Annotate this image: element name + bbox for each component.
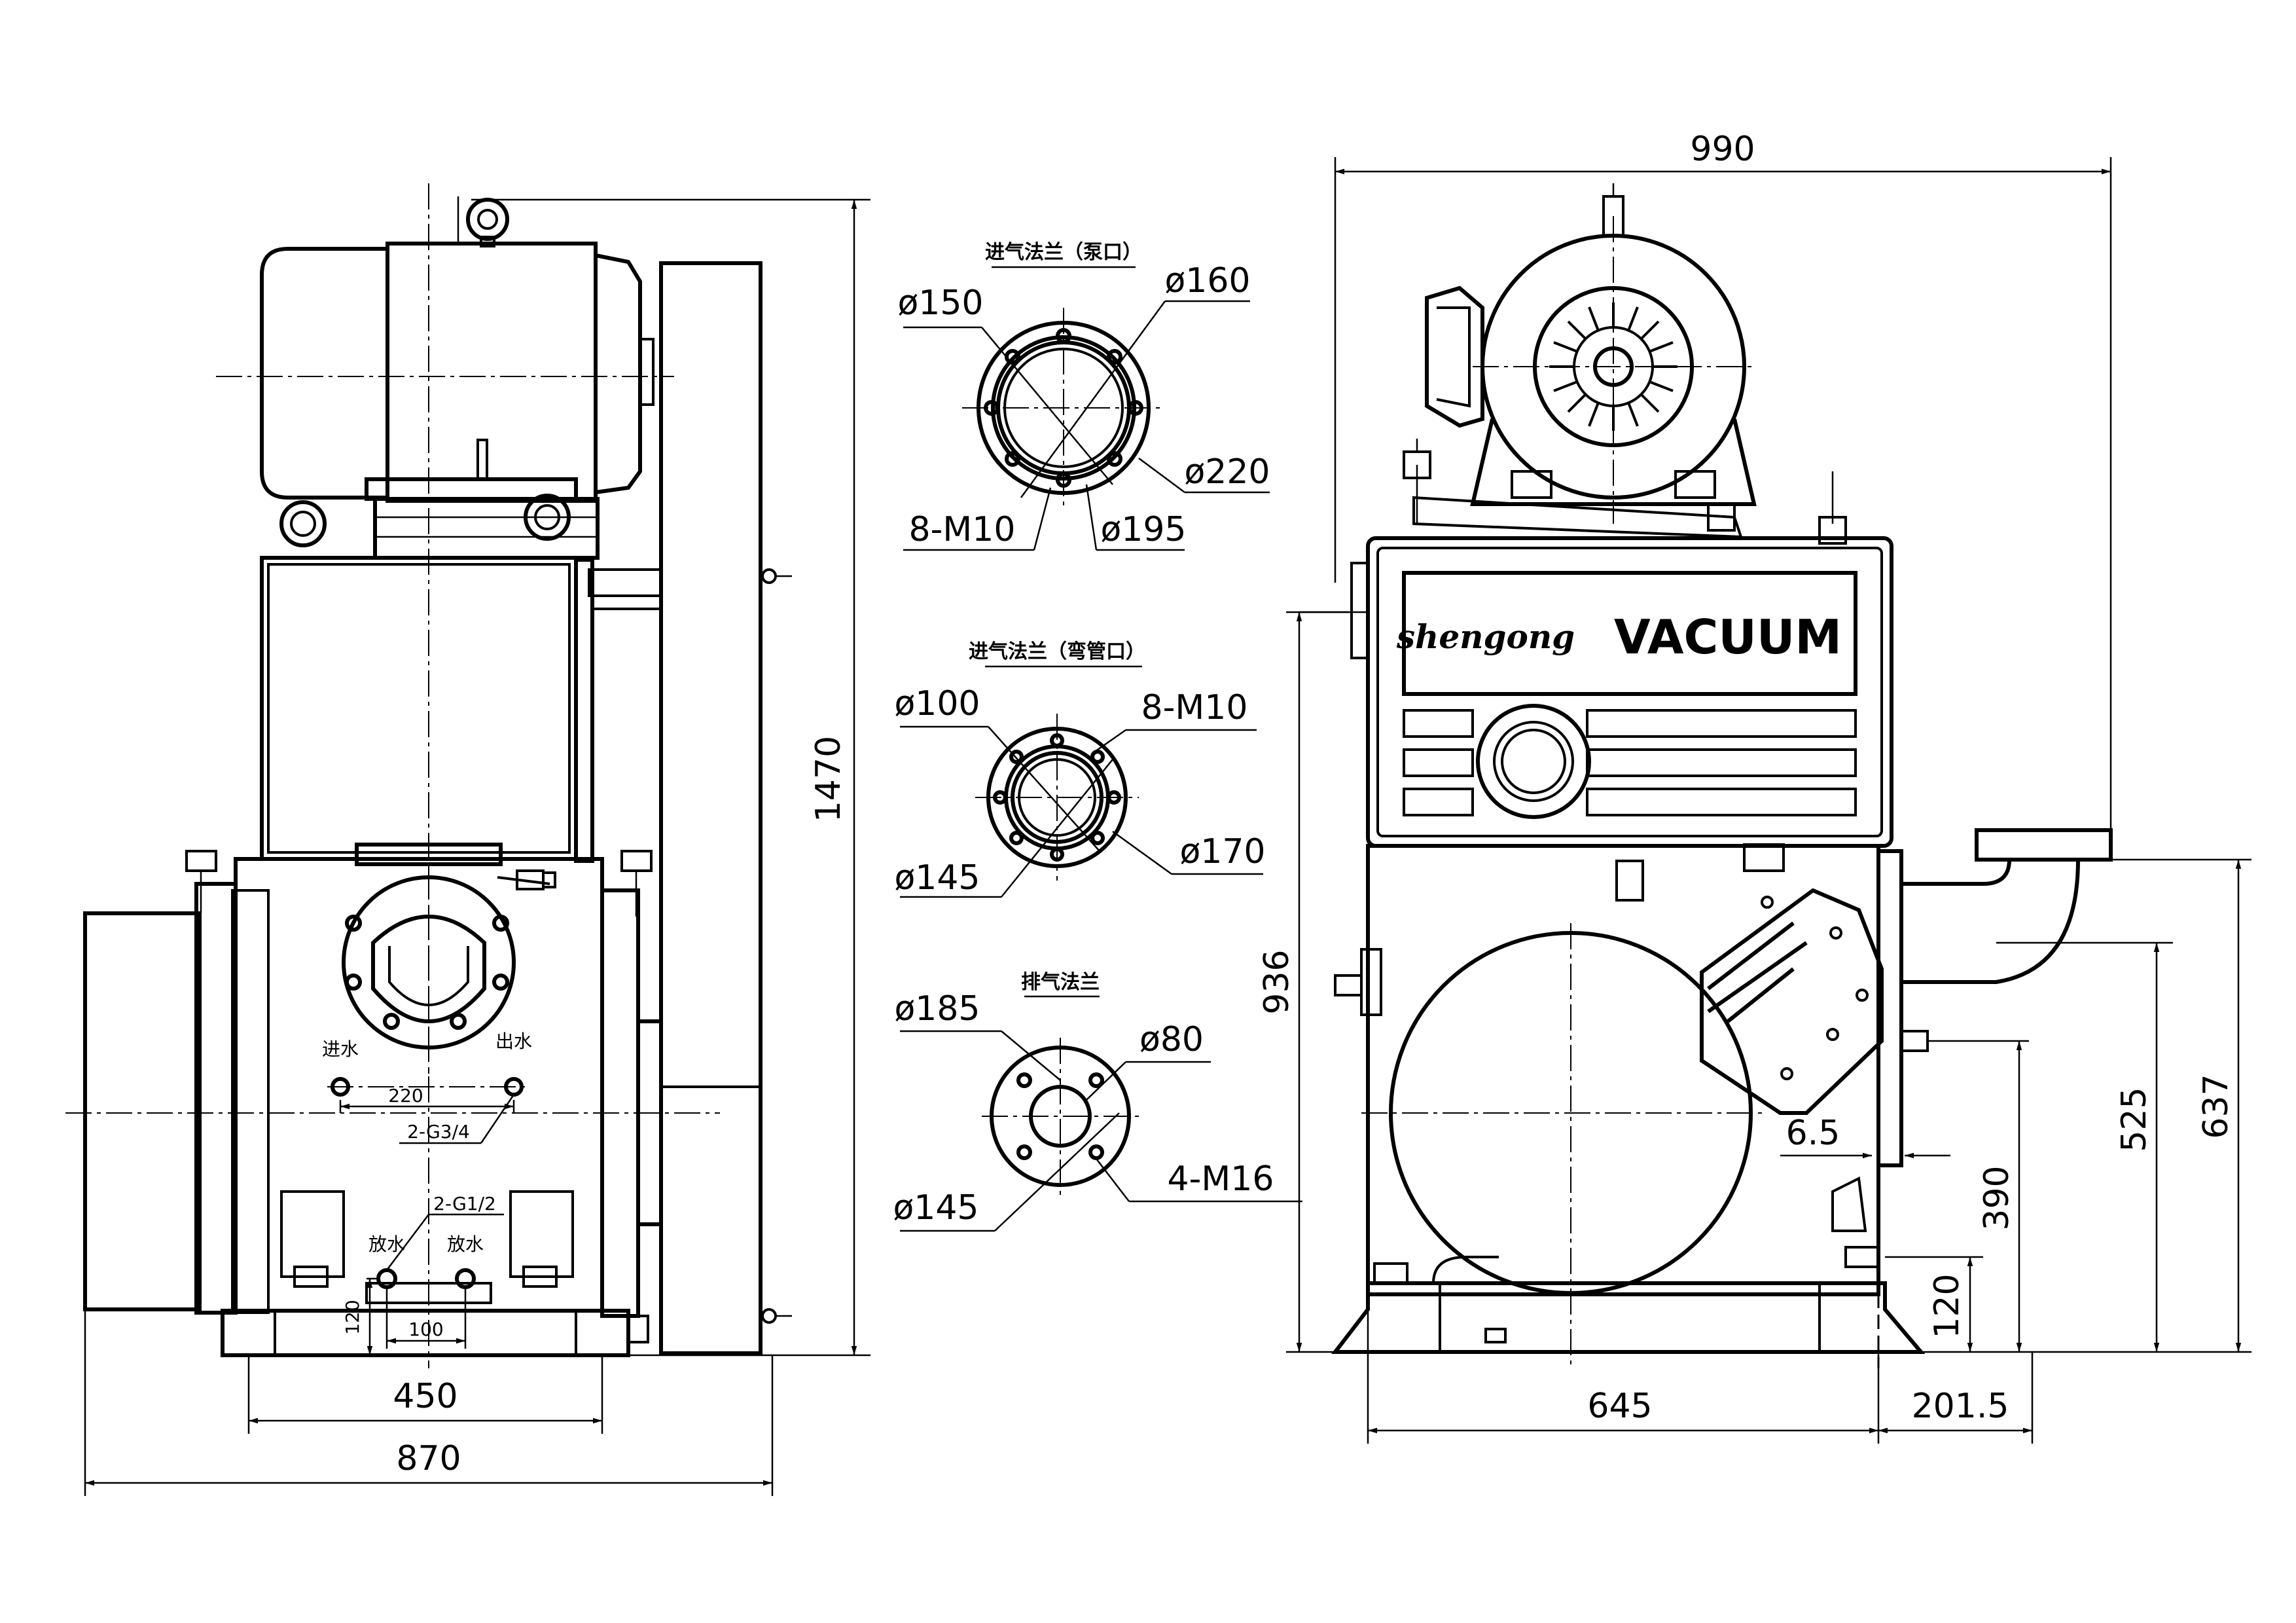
front-base	[221, 1309, 649, 1357]
front-dim-height: 1470	[471, 198, 870, 1357]
flange-1-label-150: ø150	[897, 283, 983, 323]
front-side-covers	[83, 850, 663, 1318]
front-total-width-label: 870	[396, 1439, 461, 1478]
flange-1-label-m10: 8-M10	[909, 510, 1016, 549]
flange-2-label-m10: 8-M10	[1141, 688, 1248, 727]
side-h-120-label: 120	[1928, 1273, 1967, 1338]
spacing-220-label: 220	[388, 1085, 423, 1106]
flange-exhaust: 排气法兰 ø185 ø80 ø145 4-M16	[893, 971, 1302, 1232]
front-base-width-label: 450	[393, 1377, 457, 1416]
front-motor	[260, 196, 655, 560]
drain-left-label: 放水	[368, 1233, 405, 1255]
side-dim-right-heights: 120 390 525 637	[1885, 858, 2251, 1353]
side-h-390-label: 390	[1977, 1165, 2017, 1230]
front-flange-bolts	[345, 915, 509, 1030]
flange-1-label-195: ø195	[1100, 510, 1186, 549]
side-h-637-label: 637	[2197, 1074, 2236, 1139]
flange-1-label-220: ø220	[1184, 452, 1270, 492]
front-dim-base: 450	[247, 1355, 603, 1434]
spacing-100-label: 100	[408, 1319, 443, 1340]
flange-3-label-m16: 4-M16	[1168, 1159, 1274, 1199]
flange-1-label-160: ø160	[1164, 261, 1250, 301]
flange-elbow-inlet: 进气法兰（弯管口） ø100 8-M10 ø145 ø170	[894, 640, 1266, 898]
side-offset-201-5-label: 201.5	[1912, 1387, 2009, 1426]
side-base-645-label: 645	[1587, 1387, 1652, 1426]
flange-1-title: 进气法兰（泵口）	[985, 241, 1142, 264]
side-motor	[1403, 183, 1847, 545]
flange-3-bolts	[1016, 1072, 1104, 1160]
flange-3-label-185: ø185	[894, 989, 980, 1029]
brand-vacuum: VACUUM	[1614, 610, 1842, 665]
brand-shengong: shengong	[1396, 617, 1575, 656]
height-120-label: 120	[342, 1300, 363, 1334]
vent-slots	[1403, 709, 1857, 816]
port-2g34-label: 2-G3/4	[407, 1121, 470, 1142]
side-h-525-label: 525	[2115, 1087, 2154, 1152]
side-dim-6-5: 6.5	[1780, 1114, 1950, 1159]
port-2g12-label: 2-G1/2	[433, 1193, 496, 1214]
water-out-label: 出水	[495, 1030, 532, 1052]
side-base	[1331, 1246, 1926, 1354]
front-upper-block	[260, 556, 662, 863]
side-width-990-label: 990	[1690, 130, 1755, 169]
flange-3-label-80: ø80	[1139, 1020, 1204, 1059]
flange-3-title: 排气法兰	[1021, 971, 1100, 994]
flange-2-label-100: ø100	[894, 684, 980, 723]
side-view: shengong VACUUM	[1257, 130, 2251, 1444]
flange-2-label-170: ø170	[1179, 832, 1265, 871]
side-top-cover: shengong VACUUM	[1299, 536, 1893, 848]
side-offset-6-5-label: 6.5	[1786, 1114, 1840, 1153]
flange-pump-inlet: 进气法兰（泵口） ø150 ø160 ø220 8-M10	[897, 241, 1270, 551]
side-height-936-label: 936	[1257, 949, 1297, 1014]
front-lower-body	[234, 843, 604, 1313]
front-water-annotations: 进水 出水 220 2-G3/4 2-G1/2 放水 放水 100 120	[322, 1030, 532, 1355]
front-dim-total: 870	[84, 1309, 774, 1496]
front-belt-guard	[659, 261, 792, 1355]
flange-3-label-145: ø145	[893, 1188, 978, 1228]
water-in-label: 进水	[322, 1038, 359, 1060]
front-height-label: 1470	[809, 736, 848, 822]
motor-fan-fins	[1549, 302, 1677, 431]
side-dim-base: 645 201.5	[1367, 1309, 2034, 1444]
flange-2-title: 进气法兰（弯管口）	[969, 640, 1145, 663]
side-dim-936: 936	[1257, 611, 1348, 1353]
flange-2-label-145: ø145	[894, 858, 980, 898]
side-dim-top: 990	[1334, 130, 2112, 831]
front-view: 1470 450 870 进水 出水 220 2-G3/4 2-G1/2	[65, 183, 870, 1496]
drain-right-label: 放水	[447, 1233, 484, 1255]
